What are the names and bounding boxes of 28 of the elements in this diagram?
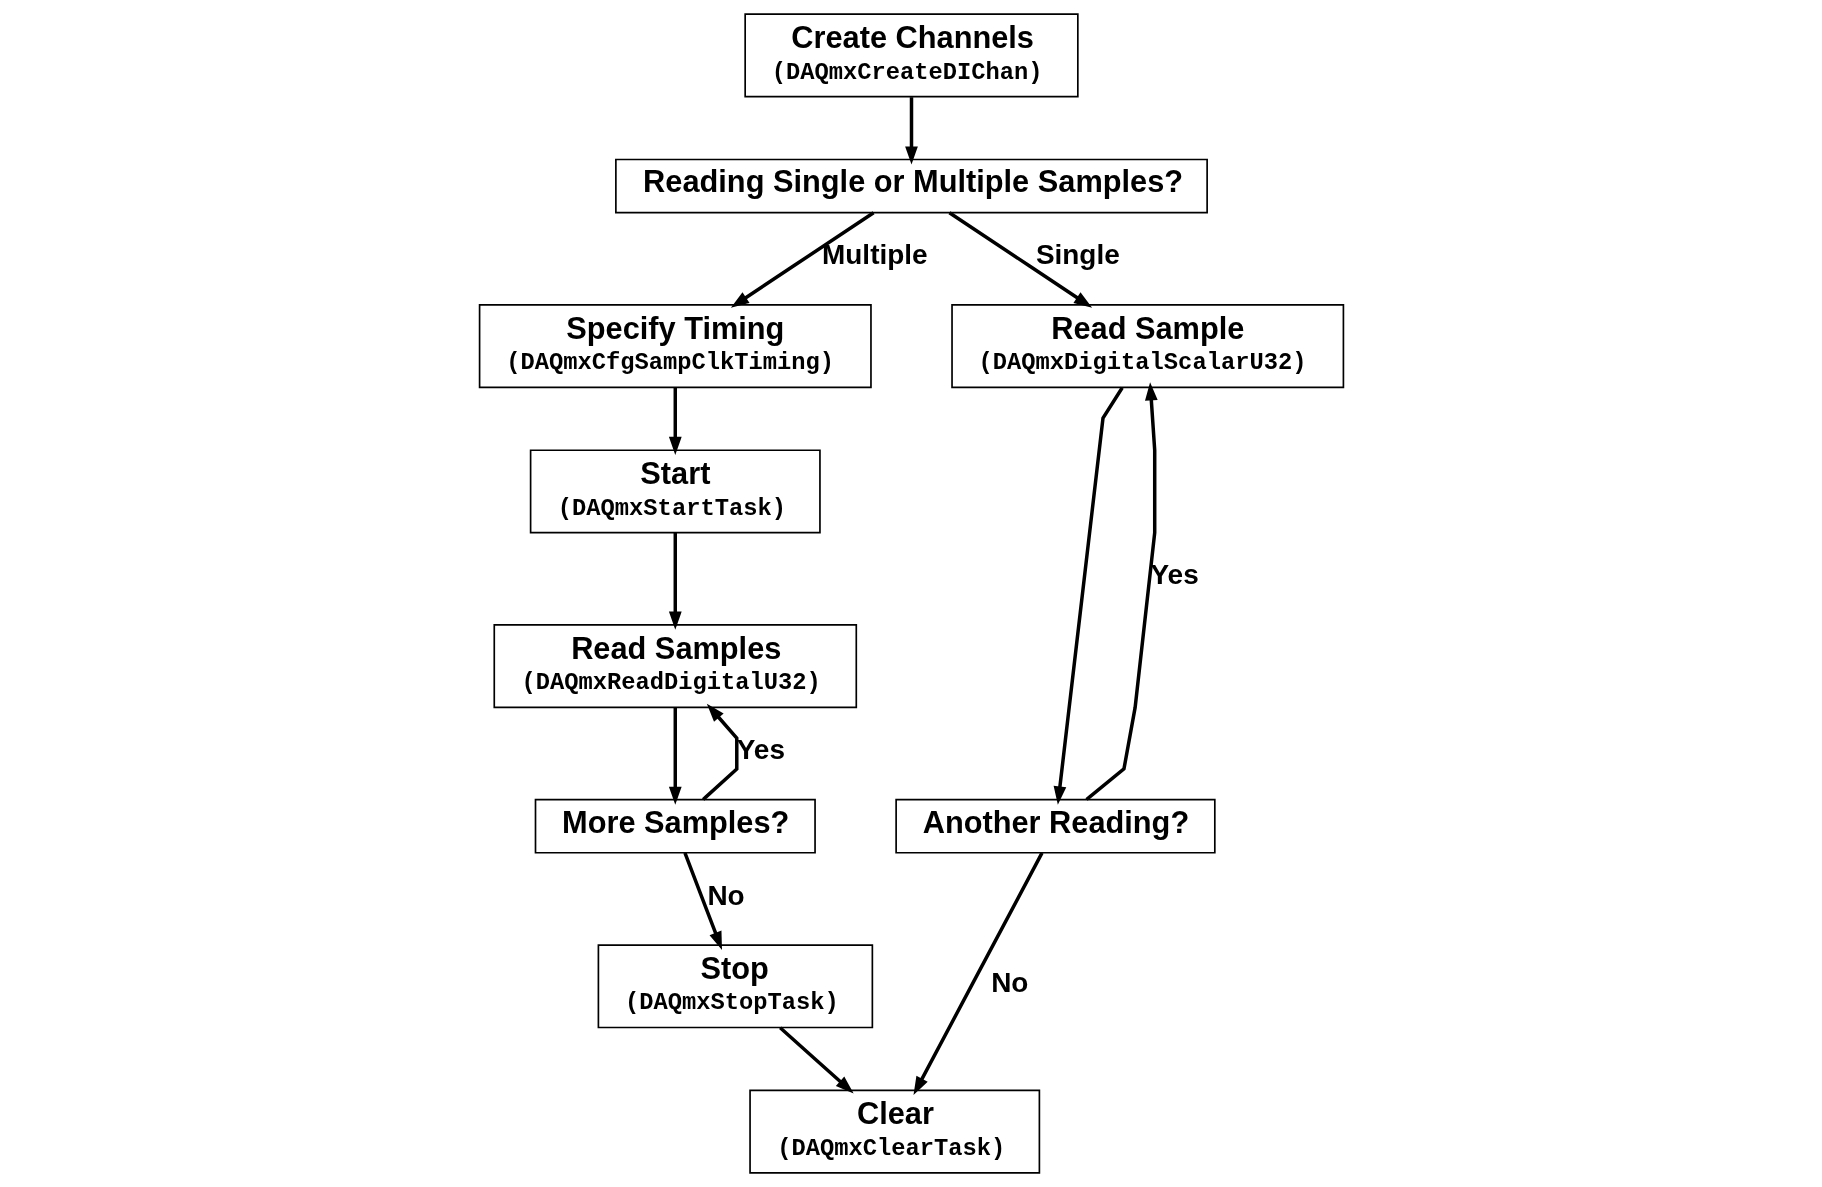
arrow <box>682 852 722 950</box>
node-box: Another Reading? <box>894 798 1216 854</box>
node-box: Create Channels (DAQmxCreateDIChan) <box>743 13 1079 98</box>
edge-label: Multiple <box>821 239 928 271</box>
edge-label: No <box>990 966 1028 998</box>
edge-label: Yes <box>736 734 785 766</box>
arrow <box>668 532 682 630</box>
node-box: Stop (DAQmxStopTask) <box>597 944 873 1029</box>
node-box: Start (DAQmxStartTask) <box>529 449 821 534</box>
edge-label: Single <box>1035 239 1120 271</box>
arrow <box>1084 382 1158 801</box>
arrow <box>701 703 739 801</box>
edge-label: Yes <box>1150 559 1199 591</box>
node-box: Reading Single or Multiple Samples? <box>614 158 1208 214</box>
edge-label: No <box>706 879 745 911</box>
arrow <box>668 387 682 456</box>
arrow <box>913 852 1044 1095</box>
arrow <box>948 211 1092 308</box>
arrow <box>1053 386 1124 805</box>
arrow <box>778 1026 854 1094</box>
arrow <box>668 707 682 805</box>
node-box: Read Sample (DAQmxDigitalScalarU32) <box>950 304 1344 389</box>
arrow <box>904 97 918 165</box>
node-box: Read Samples (DAQmxReadDigitalU32) <box>492 624 857 709</box>
node-box: More Samples? <box>534 798 816 854</box>
arrow <box>730 211 874 308</box>
node-box: Specify Timing (DAQmxCfgSampClkTiming) <box>478 304 872 389</box>
node-box: Clear (DAQmxClearTask) <box>748 1089 1040 1174</box>
